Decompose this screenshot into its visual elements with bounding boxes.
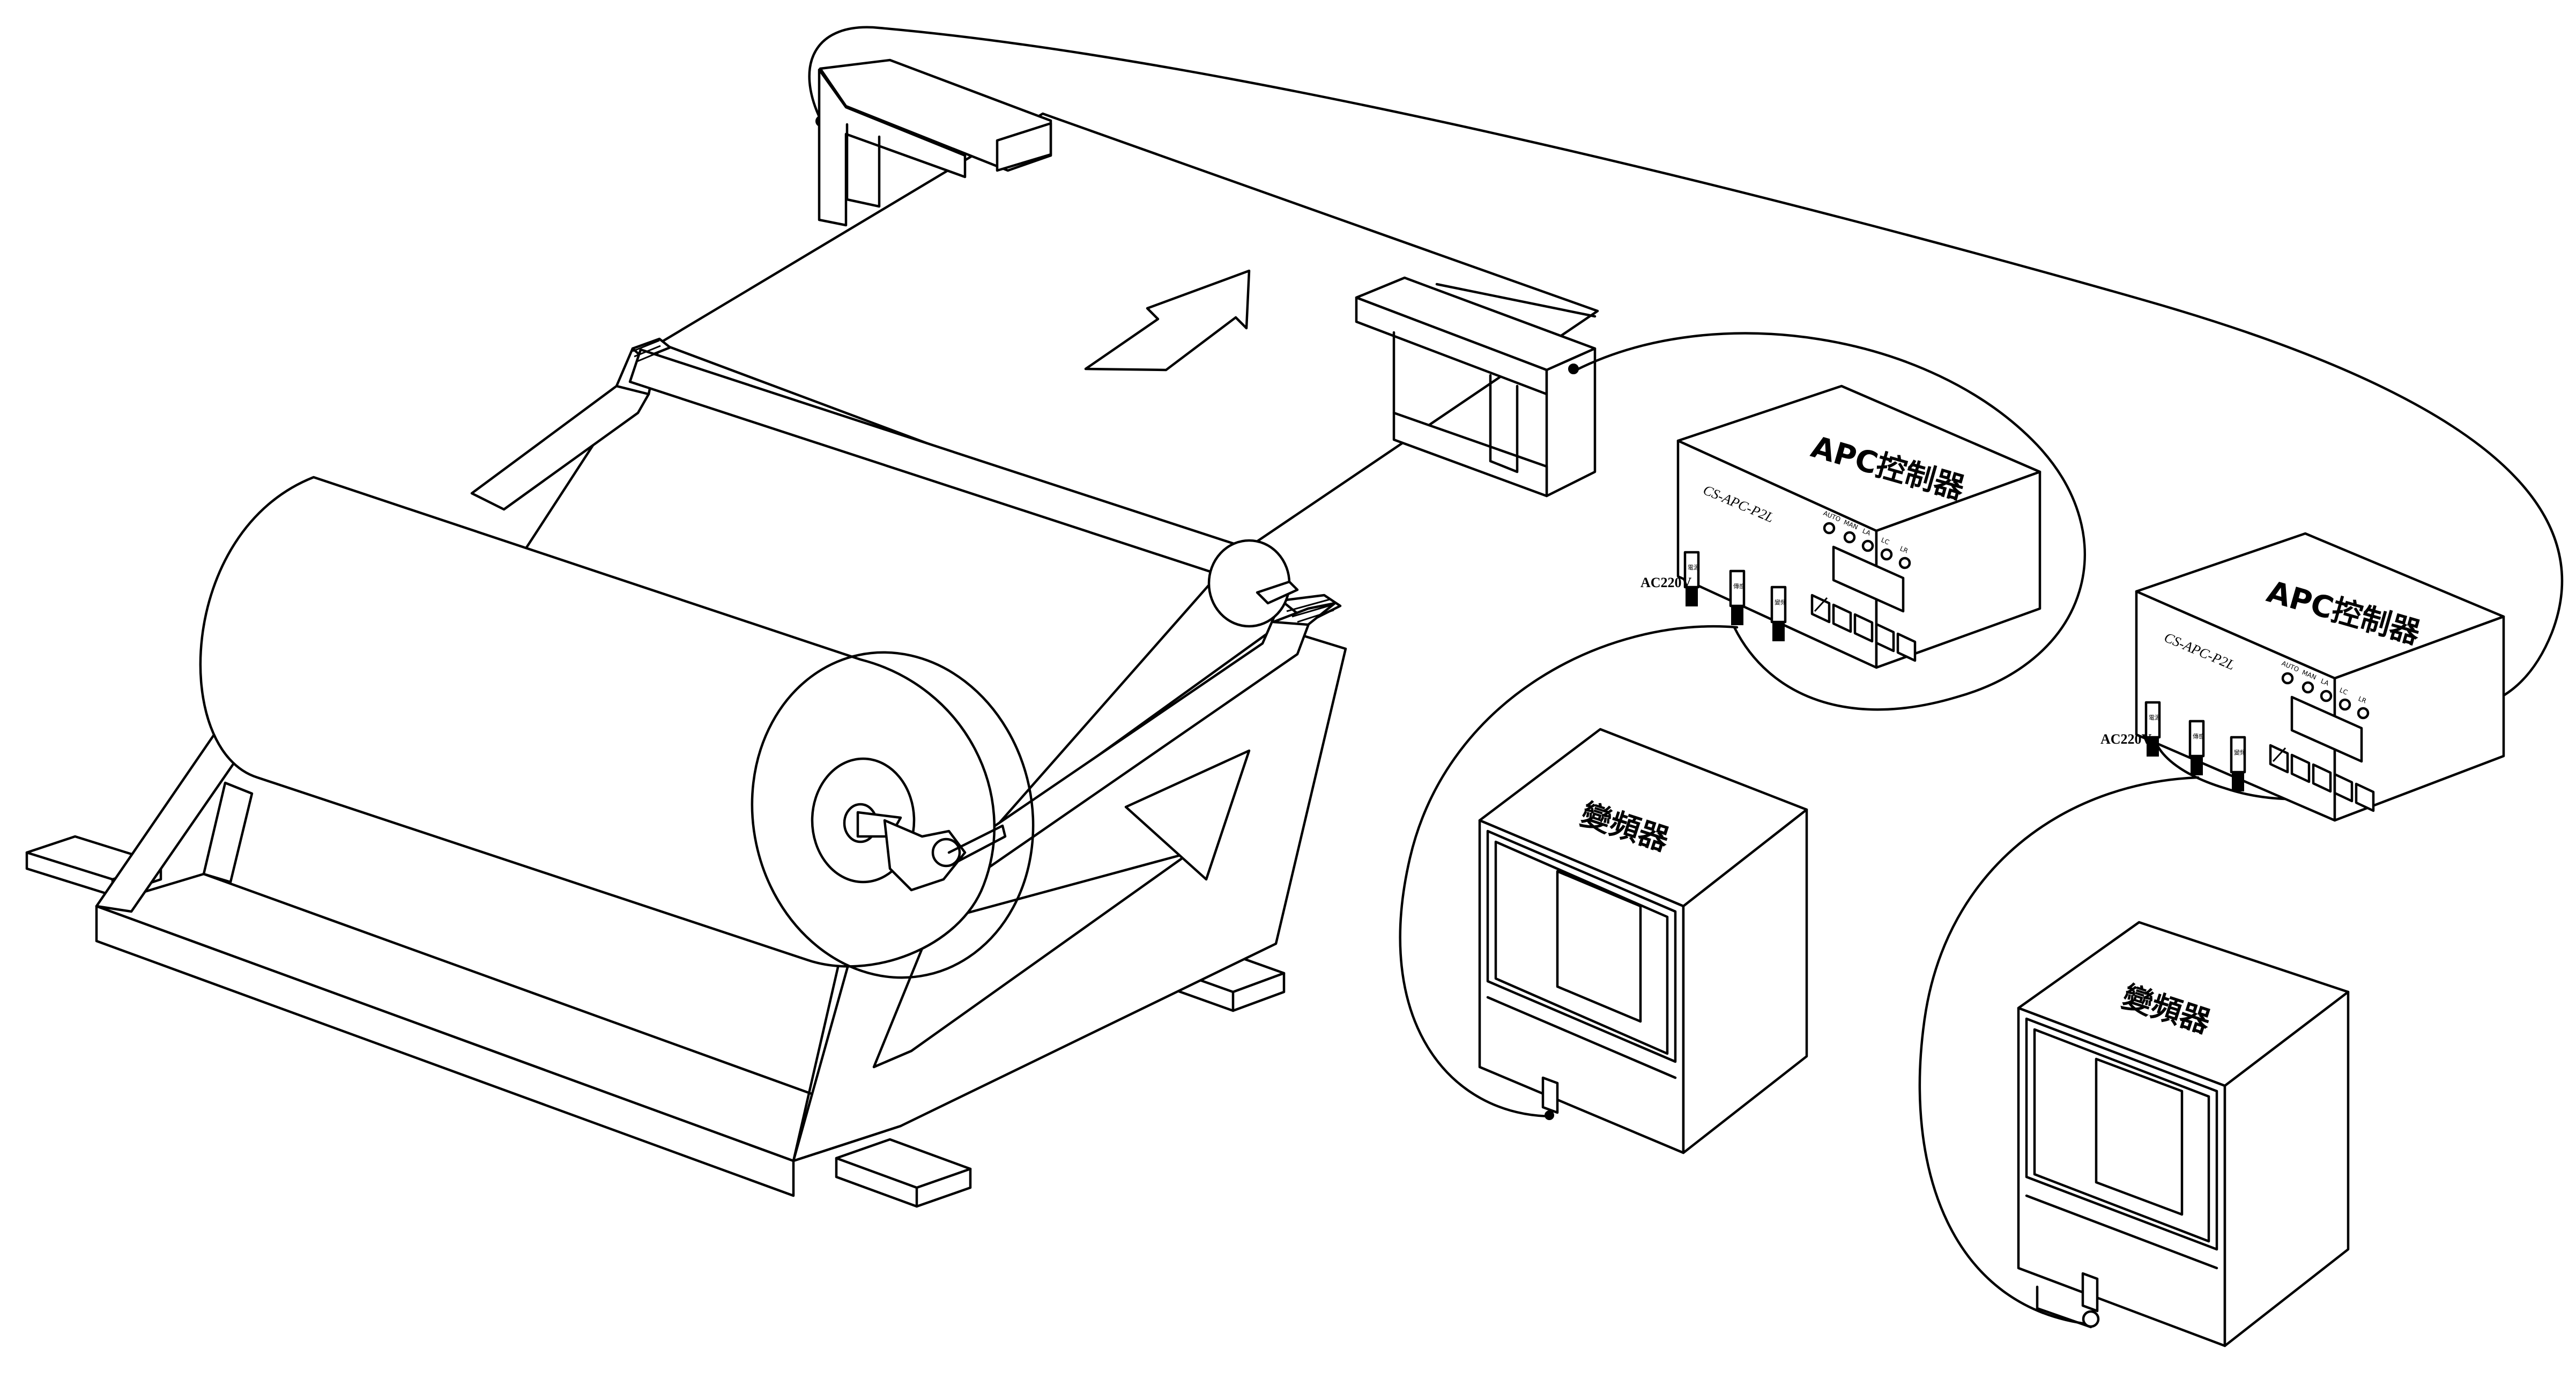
- svg-text:傳感: 傳感: [1733, 583, 1745, 590]
- svg-text:LR: LR: [1899, 545, 1909, 555]
- svg-text:傳感: 傳感: [2193, 733, 2204, 740]
- led-lc-a: [1880, 548, 1893, 561]
- svg-text:電源: 電源: [2149, 714, 2161, 721]
- web-direction-arrow-icon: [1084, 269, 1251, 372]
- led-auto-b: [2281, 672, 2294, 685]
- led-la-b: [2320, 690, 2333, 702]
- svg-text:LA: LA: [1861, 527, 1872, 537]
- material-roll: [199, 476, 1035, 979]
- led-lr-a: [1898, 557, 1911, 569]
- svg-text:變頻: 變頻: [1775, 598, 1786, 606]
- cable-to-inverter-b: [1918, 776, 2200, 1326]
- inverter-a: 變頻器: [1399, 625, 1808, 1154]
- led-man-a: [1843, 531, 1856, 544]
- port-inverter-a: 變頻: [1770, 586, 1787, 641]
- display-b: [2290, 695, 2363, 763]
- sensor-cable-long: [808, 26, 2564, 710]
- keypad-b: [2269, 744, 2375, 812]
- cable-loop-a: [1575, 332, 2086, 711]
- svg-text:LC: LC: [1880, 536, 1890, 546]
- svg-text:LR: LR: [2357, 695, 2367, 705]
- port-sensor-a: 傳感: [1729, 569, 1746, 625]
- display-a: [1832, 545, 1905, 613]
- svg-text:電源: 電源: [1688, 564, 1699, 571]
- port-power-a: 電源: [1683, 551, 1700, 606]
- keypad-a: [1810, 594, 1917, 662]
- apc-controller-a: APC控制器 CS-APC-P2L AUTO MAN LA LC LR: [1575, 332, 2086, 711]
- port-power-b: 電源: [2144, 701, 2161, 757]
- cable-to-inverter-a: [1399, 625, 1739, 1118]
- led-auto-a: [1823, 522, 1836, 535]
- led-lc-b: [2339, 698, 2351, 711]
- power-label-a: AC220V: [1640, 575, 1692, 590]
- power-label-b: AC220V: [2100, 731, 2152, 747]
- edge-sensor-upper: [818, 58, 1052, 227]
- led-man-b: [2302, 681, 2314, 694]
- port-sensor-b: 傳感: [2188, 720, 2205, 775]
- led-la-a: [1861, 539, 1874, 552]
- svg-text:LC: LC: [2339, 686, 2349, 697]
- port-inverter-b: 變頻: [2230, 736, 2246, 791]
- apc-controller-b: APC控制器 CS-APC-P2L AUTO MAN LA LC LR 電源: [2100, 532, 2505, 822]
- edge-sensor-lower: [1355, 276, 1597, 498]
- idler-roller: [628, 339, 1337, 628]
- inverter-b: 變頻器: [1918, 776, 2350, 1347]
- svg-text:LA: LA: [2320, 677, 2330, 687]
- svg-text:變頻: 變頻: [2234, 749, 2246, 756]
- led-lr-b: [2357, 707, 2370, 720]
